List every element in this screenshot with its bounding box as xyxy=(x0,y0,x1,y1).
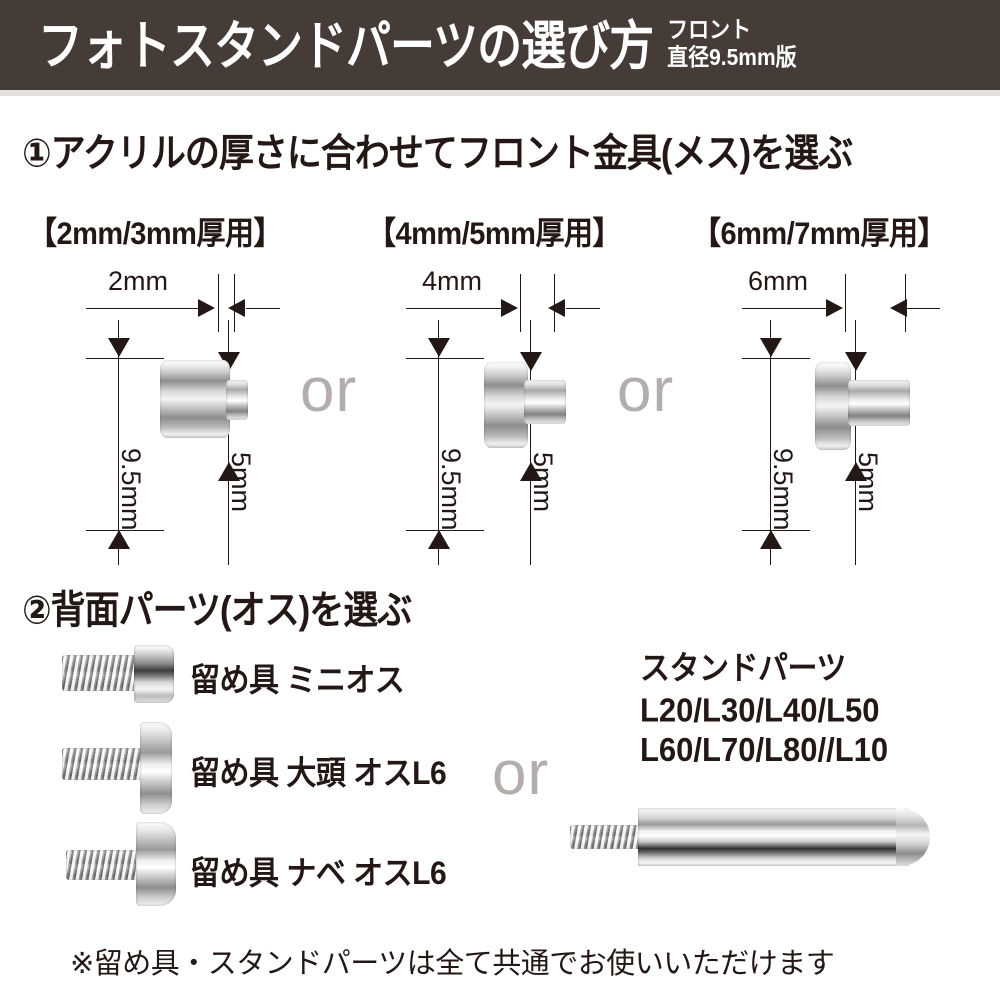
dim-line-right-1 xyxy=(228,320,230,565)
fitting-flange-1 xyxy=(160,360,230,438)
header-variant-badge: フロント 直径9.5mm版 xyxy=(667,18,797,72)
dim-line-top-right-2 xyxy=(566,308,600,310)
dim-line-left-1 xyxy=(118,320,120,565)
dim-line-top-left-1 xyxy=(86,308,208,310)
stand-part-title-block: スタンドパーツ L20/L30/L40/L50 L60/L70/L80//L10 xyxy=(640,650,888,771)
thickness-label-2: 【4mm/5mm厚用】 xyxy=(367,216,621,252)
ext-line-left-top-2 xyxy=(406,358,484,360)
arrow-down-left-3 xyxy=(760,338,782,357)
fitting-flange-3 xyxy=(815,362,851,450)
arrow-up-right-3 xyxy=(845,462,867,481)
screw-head-1 xyxy=(134,645,174,703)
step-1-heading: ①アクリルの厚さに合わせてフロント金具(メス)を選ぶ xyxy=(22,132,853,176)
dim-left-3: 9.5mm xyxy=(768,448,798,531)
dim-left-1: 9.5mm xyxy=(116,448,146,531)
arrow-right-top-1 xyxy=(198,299,215,317)
screw-label-3: 留め具 ナベ オスL6 xyxy=(190,855,447,892)
thickness-label-3: 【6mm/7mm厚用】 xyxy=(692,216,946,252)
dim-right-2: 5mm xyxy=(528,452,558,512)
arrow-down-right-3 xyxy=(845,352,867,371)
screw-label-1: 留め具 ミニオス xyxy=(190,662,405,699)
step-2-heading: ②背面パーツ(オス)を選ぶ xyxy=(22,589,412,633)
stand-part-codes-line-2: L60/L70/L80//L10 xyxy=(640,731,889,770)
ext-line-top-b-3 xyxy=(905,274,907,332)
fitting-barrel-1 xyxy=(226,380,248,420)
dim-right-1: 5mm xyxy=(226,452,256,512)
dim-line-right-3 xyxy=(855,320,857,565)
screw-thread-2 xyxy=(62,748,144,780)
screw-thread-1 xyxy=(62,655,138,691)
arrow-right-top-3 xyxy=(826,299,843,317)
dim-line-right-2 xyxy=(530,320,532,565)
screw-label-2: 留め具 大頭 オスL6 xyxy=(190,755,447,792)
arrow-down-left-2 xyxy=(428,338,450,357)
stand-part-title: スタンドパーツ xyxy=(640,651,846,687)
screw-head-2 xyxy=(140,722,172,814)
arrow-up-right-2 xyxy=(520,462,542,481)
footnote: ※留め具・スタンドパーツは全て共通でお使いいただけます xyxy=(70,948,835,980)
arrow-left-top-1 xyxy=(228,299,245,317)
page-header: フォトスタンドパーツの選び方 フロント 直径9.5mm版 xyxy=(0,0,1000,90)
arrow-left-top-2 xyxy=(548,299,565,317)
front-fitting-diagram-1: 2mm 9.5mm 5mm xyxy=(80,262,380,565)
fitting-flange-2 xyxy=(484,362,528,448)
ext-line-top-a-3 xyxy=(845,274,847,332)
ext-line-top-a-2 xyxy=(520,274,522,332)
screw-head-3 xyxy=(136,822,176,906)
dim-line-top-left-2 xyxy=(406,308,510,310)
badge-line-1: フロント xyxy=(667,17,752,44)
arrow-up-left-2 xyxy=(428,530,450,549)
or-separator-1: or xyxy=(300,356,358,425)
thickness-label-1: 【2mm/3mm厚用】 xyxy=(28,216,282,252)
stand-part-body xyxy=(638,808,908,866)
ext-line-top-b-1 xyxy=(234,274,236,332)
dim-left-2: 9.5mm xyxy=(436,448,466,531)
dim-top-3: 6mm xyxy=(748,266,808,296)
arrow-up-left-3 xyxy=(760,530,782,549)
stand-part-thread xyxy=(570,825,642,849)
header-divider xyxy=(0,90,1000,96)
ext-line-left-top-3 xyxy=(742,358,810,360)
stand-part-codes-line-1: L20/L30/L40/L50 xyxy=(640,690,880,729)
or-separator-2: or xyxy=(617,356,675,425)
page-title: フォトスタンドパーツの選び方 xyxy=(38,14,654,76)
fitting-barrel-3 xyxy=(848,380,910,426)
arrow-right-top-2 xyxy=(501,299,518,317)
arrow-up-right-1 xyxy=(218,462,240,481)
dim-line-left-2 xyxy=(438,320,440,565)
dim-line-top-right-3 xyxy=(906,308,940,310)
fitting-barrel-2 xyxy=(524,380,566,424)
front-fitting-diagram-2: 4mm 9.5mm 5mm xyxy=(400,262,700,565)
or-separator-3: or xyxy=(492,739,550,808)
dim-right-3: 5mm xyxy=(853,452,883,512)
arrow-left-top-3 xyxy=(890,299,907,317)
dim-line-left-3 xyxy=(770,320,772,565)
dim-line-top-left-3 xyxy=(742,308,834,310)
arrow-down-left-1 xyxy=(108,338,130,357)
front-fitting-diagram-3: 6mm 9.5mm 5mm xyxy=(700,262,1000,565)
ext-line-left-top-1 xyxy=(86,358,164,360)
stand-part-cap xyxy=(896,808,930,866)
screw-thread-3 xyxy=(66,850,140,880)
ext-line-top-b-2 xyxy=(554,274,556,332)
arrow-up-left-1 xyxy=(108,530,130,549)
dim-top-2: 4mm xyxy=(422,266,482,296)
dim-top-1: 2mm xyxy=(108,266,168,296)
ext-line-top-a-1 xyxy=(218,274,220,332)
dim-line-top-right-1 xyxy=(246,308,280,310)
badge-line-2: 直径9.5mm版 xyxy=(667,45,797,71)
